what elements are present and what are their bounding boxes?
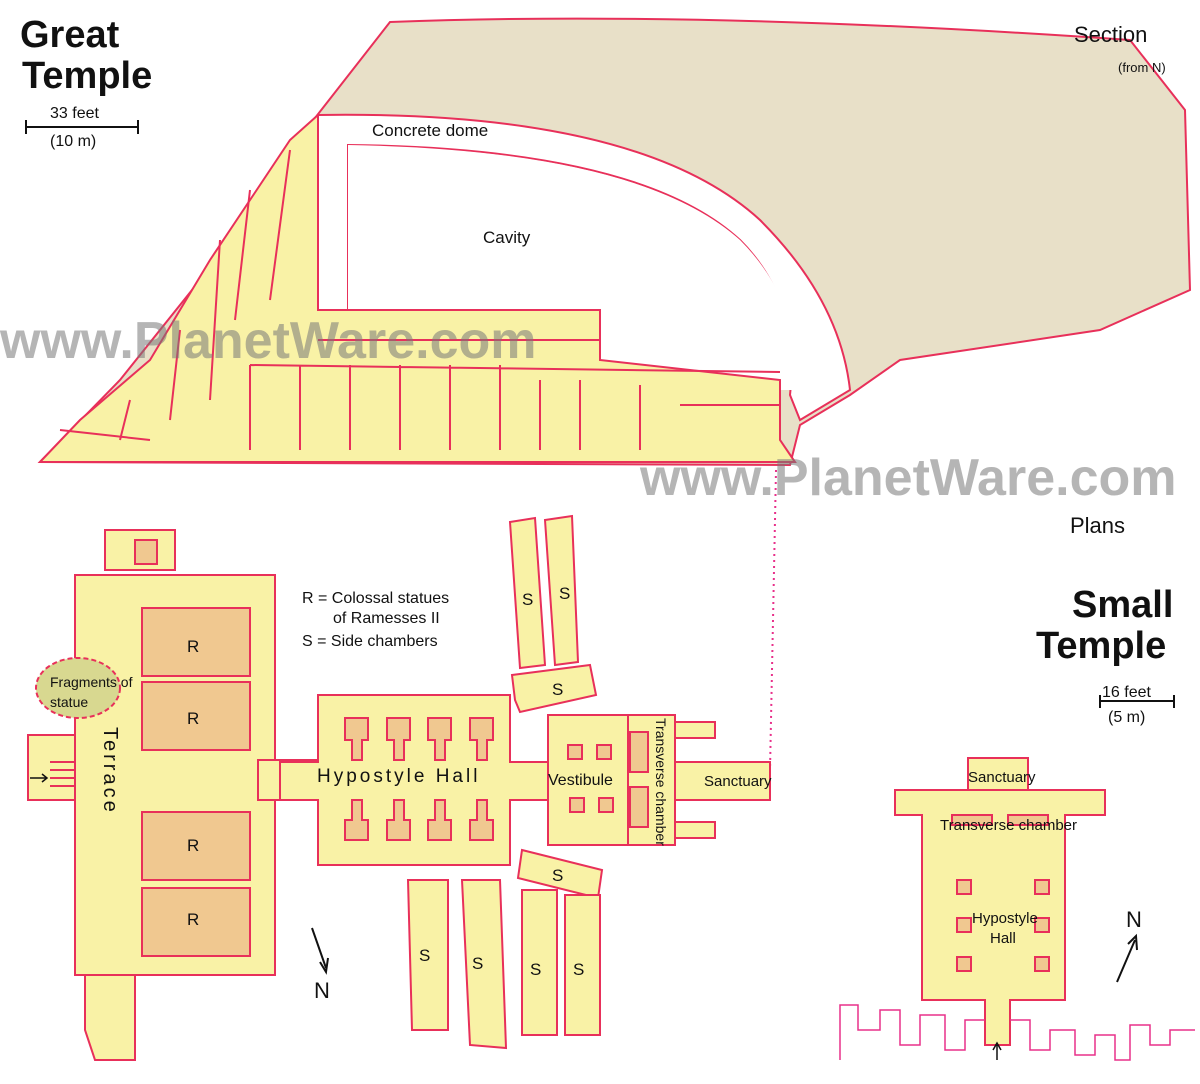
side-chamber-label: S xyxy=(419,946,430,965)
statue-fragments xyxy=(35,657,121,719)
statue-label: R xyxy=(187,836,199,855)
section-title: Section xyxy=(1074,22,1147,47)
great-temple-title-line2: Temple xyxy=(22,55,152,97)
side-chambers-north xyxy=(508,514,598,714)
cavity-label: Cavity xyxy=(483,228,531,247)
small-north-arrow-icon xyxy=(1116,933,1138,983)
transverse-chamber-label: Transverse chamber xyxy=(653,718,669,846)
north-arrow-icon xyxy=(311,927,329,975)
side-chambers-south xyxy=(406,848,604,1050)
legend-s: S = Side chambers xyxy=(302,633,438,650)
side-chamber-label: S xyxy=(522,590,533,609)
scale-bar xyxy=(25,120,139,134)
sanctuary-label: Sanctuary xyxy=(704,773,772,790)
side-chamber-label: S xyxy=(530,960,541,979)
fragments-label: Fragments of xyxy=(50,674,133,690)
side-chamber-label: S xyxy=(552,866,563,885)
small-sanctuary-label: Sanctuary xyxy=(968,769,1036,786)
north-label: N xyxy=(314,978,330,1003)
pillars xyxy=(344,717,494,841)
sanctuary xyxy=(674,761,771,801)
fragments-label-line2: statue xyxy=(50,694,88,710)
small-scale-feet: 16 feet xyxy=(1102,684,1151,701)
great-temple-plan xyxy=(27,514,771,1061)
small-transverse-label: Transverse chamber xyxy=(940,817,1077,834)
terrace-label: Terrace xyxy=(99,727,121,815)
entrance-arrow-icon xyxy=(30,773,49,783)
concrete-dome-label: Concrete dome xyxy=(372,121,488,140)
legend-r: R = Colossal statues xyxy=(302,590,449,607)
small-north-label: N xyxy=(1126,907,1142,932)
side-chamber-label: S xyxy=(573,960,584,979)
legend-r-line2: of Ramesses II xyxy=(333,610,440,627)
side-chamber-label: S xyxy=(472,954,483,973)
statue-r xyxy=(141,811,251,881)
section-subtitle: (from N) xyxy=(1118,60,1166,75)
small-temple-title-line2: Temple xyxy=(1036,625,1166,667)
small-hypostyle-label: Hypostyle xyxy=(972,910,1038,927)
statue-label: R xyxy=(187,709,199,728)
section-plan-link xyxy=(769,469,777,771)
small-hypostyle-label-line2: Hall xyxy=(990,930,1016,947)
watermark: www.PlanetWare.com xyxy=(0,312,537,370)
hypostyle-hall-label: Hypostyle Hall xyxy=(317,766,480,787)
statue-r xyxy=(141,681,251,751)
scale-meters: (10 m) xyxy=(50,133,96,150)
statue-label: R xyxy=(187,637,199,656)
scale-feet: 33 feet xyxy=(50,105,99,122)
plans-title: Plans xyxy=(1070,513,1125,538)
great-temple-title: Great xyxy=(20,14,120,56)
watermark: www.PlanetWare.com xyxy=(639,449,1177,507)
side-chamber-label: S xyxy=(552,680,563,699)
cliff-face xyxy=(839,1004,1195,1061)
small-temple-plan xyxy=(894,757,1106,1046)
side-chamber-label: S xyxy=(559,584,570,603)
vestibule-label: Vestibule xyxy=(548,772,613,789)
small-temple-title: Small xyxy=(1072,584,1173,626)
small-scale-meters: (5 m) xyxy=(1108,709,1145,726)
temple-front-section xyxy=(37,112,797,463)
small-entrance-arrow-icon xyxy=(992,1041,1002,1060)
statue-r xyxy=(141,607,251,677)
statue-label: R xyxy=(187,910,199,929)
small-scale-bar xyxy=(1099,695,1175,708)
statue-r xyxy=(141,887,251,957)
concrete-dome xyxy=(317,113,852,422)
section-drawing xyxy=(37,17,1192,467)
